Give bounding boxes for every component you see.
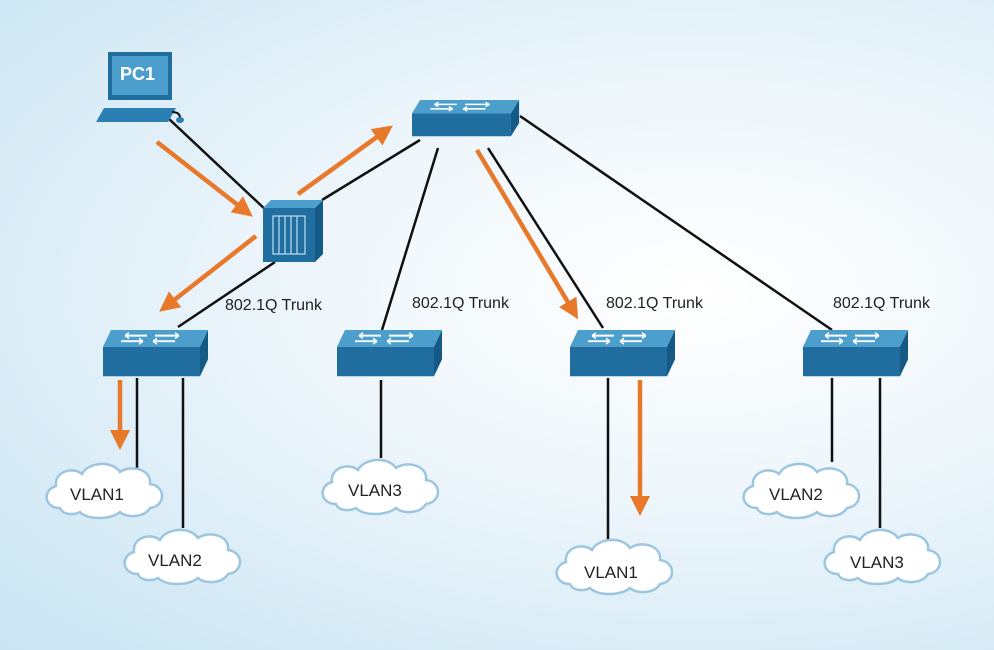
- vlan-cloud-switch4-vlan2: VLAN2: [742, 462, 861, 520]
- trunk-label-3: 802.1Q Trunk: [606, 295, 704, 312]
- vlan-label: VLAN3: [348, 481, 402, 500]
- switch-4: [802, 329, 909, 378]
- switch-1: [102, 329, 209, 378]
- link-topswitch-switch4: [519, 114, 833, 332]
- pc1-keyboard: [96, 108, 176, 122]
- vlan-cloud-switch1-vlan2: VLAN2: [123, 528, 242, 586]
- link-router-switch1: [177, 260, 276, 329]
- pc1-mouse: [176, 117, 184, 123]
- vlan-label: VLAN1: [584, 563, 638, 582]
- vlan-label: VLAN2: [148, 551, 202, 570]
- trunk-label-2: 802.1Q Trunk: [412, 295, 510, 312]
- vlan-cloud-switch3-vlan1: VLAN1: [555, 538, 674, 596]
- flow-arrow-pc-to-router: [155, 140, 253, 217]
- pc1-computer: PC1: [96, 52, 184, 123]
- pc1-monitor-screen: [112, 56, 168, 95]
- vlan-label: VLAN1: [70, 485, 124, 504]
- pc1-label: PC1: [120, 64, 155, 84]
- switch-3: [569, 329, 676, 378]
- traffic-flow-arrows: [109, 125, 651, 517]
- switch-2: [336, 329, 443, 378]
- link-topswitch-switch3: [486, 147, 605, 329]
- vlan-cloud-switch2-vlan3: VLAN3: [321, 458, 440, 516]
- router-device: [263, 200, 323, 262]
- top-switch: [411, 99, 520, 138]
- flow-arrow-top-switch-to-switch3: [475, 148, 579, 320]
- vlan-cloud-switch1-vlan1: VLAN1: [45, 462, 164, 520]
- vlan-label: VLAN2: [769, 485, 823, 504]
- vlan-label: VLAN3: [850, 553, 904, 572]
- flow-arrow-router-to-top-switch: [296, 125, 393, 196]
- pc1-mouse-cable: [171, 111, 181, 119]
- flow-arrow-router-to-switch1: [159, 234, 258, 312]
- network-links: [135, 114, 882, 540]
- trunk-label-4: 802.1Q Trunk: [833, 295, 931, 312]
- vlan-cloud-switch4-vlan3: VLAN3: [823, 528, 942, 586]
- trunk-label-1: 802.1Q Trunk: [225, 297, 323, 314]
- link-router-top-switch: [321, 138, 421, 202]
- link-topswitch-switch2: [380, 147, 440, 331]
